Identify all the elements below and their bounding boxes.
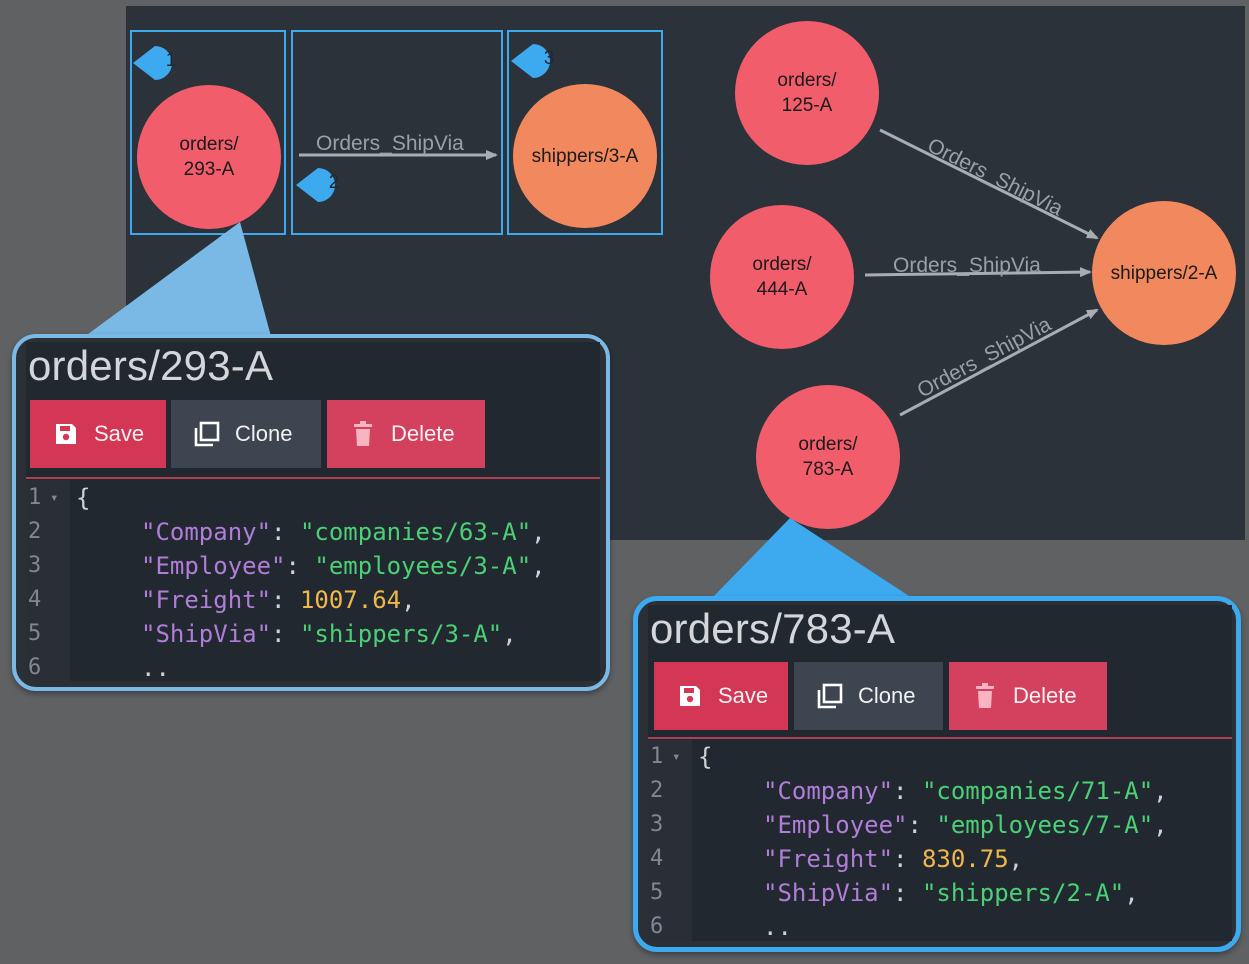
document-popup-right: orders/783-A Save Clone Delete [633,596,1241,952]
clone-icon [193,420,221,448]
trash-icon [971,682,999,710]
line-number: 4 [650,846,664,871]
save-label: Save [94,421,145,446]
line-gutter [648,740,692,941]
marker-number: 1 [165,50,177,71]
json-ellipsis: .. [763,913,792,941]
marker-number: 2 [328,172,340,193]
highlight-box-edge [291,30,503,235]
clone-button[interactable]: Clone [171,400,321,468]
highlight-box-node [130,30,286,235]
json-string: "companies/71-A" [921,777,1154,805]
marker-1: 1 [133,43,176,80]
line-number: 2 [28,519,42,544]
clone-label: Clone [235,421,293,446]
save-button[interactable]: Save [30,400,166,468]
code-line-6[interactable]: .. [141,654,170,681]
fold-arrow-icon[interactable]: ▾ [50,490,59,506]
clone-label: Clone [858,683,916,708]
edge-label: Orders_ShipVia [893,254,1041,277]
line-number: 3 [28,553,42,578]
save-label: Save [718,683,769,708]
json-key: "ShipVia" [141,620,272,648]
json-number: 1007.64 [299,586,402,614]
code-line-3[interactable]: "Employee": "employees/3-A", [141,552,546,580]
line-number: 1 [650,744,664,769]
code-line-6[interactable]: .. [763,913,792,941]
delete-button[interactable]: Delete [327,400,485,468]
document-popup-left: orders/293-A Save Clone Delete [12,334,610,691]
toolbar-divider [26,477,600,479]
document-title: orders/783-A [650,605,896,652]
document-title: orders/293-A [28,342,274,389]
json-string: "employees/3-A" [314,552,532,580]
edge-444-to-shipper2[interactable] [864,267,1092,278]
line-number: 4 [28,587,42,612]
marker-number: 3 [543,48,555,69]
code-line-1[interactable]: { [76,484,90,512]
line-number: 5 [28,621,42,646]
json-string: "shippers/2-A" [921,879,1125,907]
json-brace: { [698,743,713,771]
node-shippers-3[interactable]: shippers/3-A [513,84,657,228]
save-icon [52,420,80,448]
code-line-1[interactable]: { [698,743,712,771]
code-line-4[interactable]: "Freight": 830.75, [763,845,1024,873]
node-orders-293[interactable]: orders/ 293-A [137,85,281,229]
line-number: 5 [650,880,664,905]
fold-arrow-icon[interactable]: ▾ [672,749,681,765]
delete-button[interactable]: Delete [949,662,1107,730]
json-brace: { [76,484,91,512]
line-number: 2 [650,778,664,803]
clone-icon [816,682,844,710]
code-line-5[interactable]: "ShipVia": "shippers/2-A", [763,879,1139,907]
json-key: "Company" [141,518,272,546]
json-key: "Freight" [763,845,894,873]
node-shippers-2[interactable]: shippers/2-A [1092,201,1236,345]
json-string: "shippers/3-A" [299,620,503,648]
json-key: "ShipVia" [763,879,894,907]
marker-3: 3 [511,41,554,78]
line-gutter [26,480,70,681]
code-line-2[interactable]: "Company": "companies/63-A", [141,518,546,546]
json-key: "Employee" [141,552,286,580]
code-line-5[interactable]: "ShipVia": "shippers/3-A", [141,620,517,648]
json-key: "Employee" [763,811,908,839]
highlight-box-target [507,30,663,235]
delete-label: Delete [391,421,455,446]
line-number: 6 [650,914,664,939]
code-line-3[interactable]: "Employee": "employees/7-A", [763,811,1168,839]
trash-icon [349,420,377,448]
save-icon [676,682,704,710]
line-number: 3 [650,812,664,837]
node-orders-125[interactable]: orders/ 125-A [735,21,879,165]
edge-125-to-shipper2[interactable] [879,128,1099,240]
marker-2: 2 [296,165,339,202]
json-key: "Freight" [141,586,272,614]
clone-button[interactable]: Clone [794,662,943,730]
json-key: "Company" [763,777,894,805]
code-line-4[interactable]: "Freight": 1007.64, [141,586,416,614]
line-number: 6 [28,655,42,680]
json-number: 830.75 [921,845,1009,873]
json-string: "companies/63-A" [299,518,532,546]
delete-label: Delete [1013,683,1077,708]
save-button[interactable]: Save [654,662,788,730]
edge-783-to-shipper2[interactable] [899,308,1099,417]
node-orders-444[interactable]: orders/ 444-A [710,205,854,349]
callout-left-pointer [80,222,272,340]
json-ellipsis: .. [141,654,170,681]
toolbar-divider [648,737,1232,739]
line-number: 1 [28,485,42,510]
node-orders-783[interactable]: orders/ 783-A [756,385,900,529]
json-string: "employees/7-A" [936,811,1154,839]
edge-label: Orders_ShipVia [316,132,464,155]
callout-right-pointer [712,518,912,598]
code-line-2[interactable]: "Company": "companies/71-A", [763,777,1168,805]
